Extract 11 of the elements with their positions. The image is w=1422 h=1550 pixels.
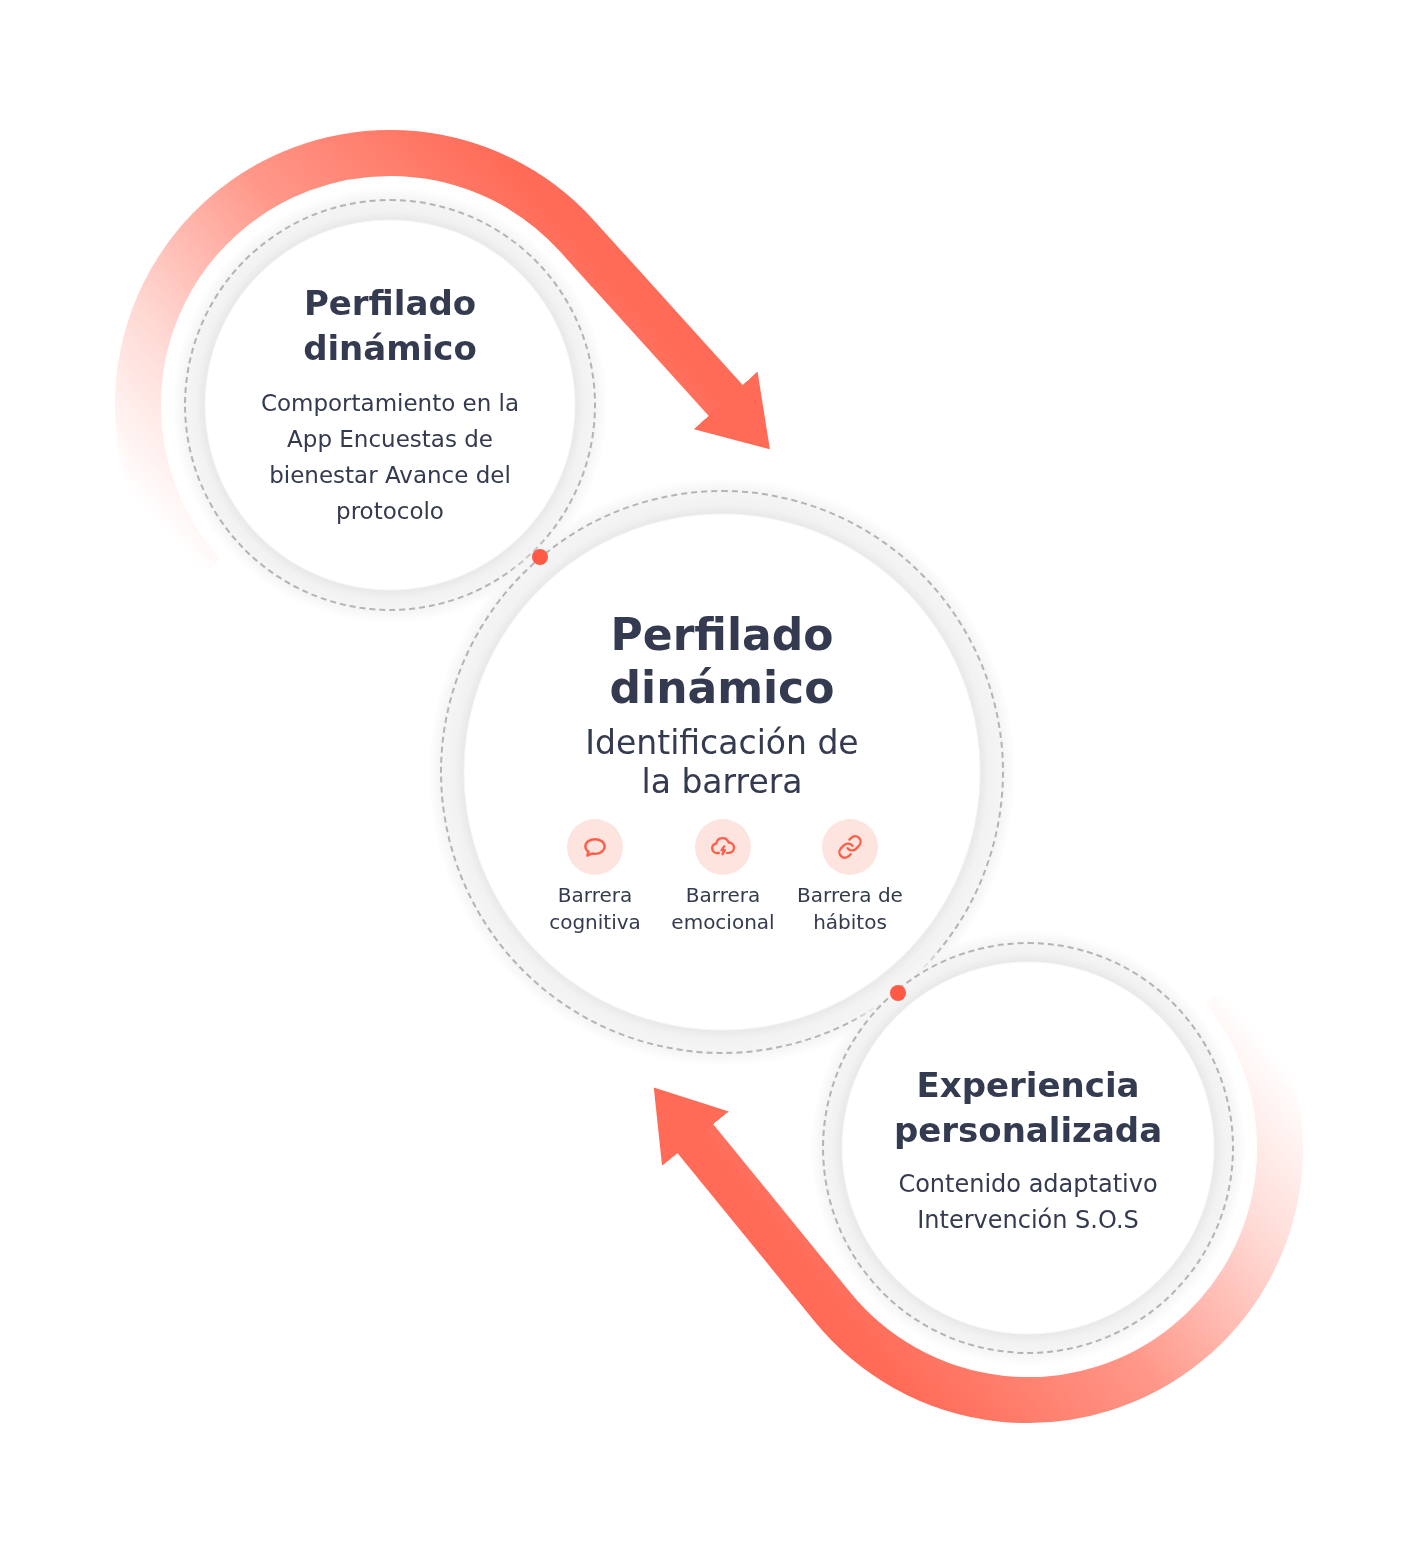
- node-description: Comportamiento en la App Encuestas de bienestar Avance del protocolo: [259, 389, 521, 526]
- arrow: [653, 1087, 828, 1294]
- node-subtitle: Identificación de la barrera: [584, 723, 860, 801]
- node-title: Perfilado dinámico: [608, 608, 836, 714]
- barrier-label: Barrera cognitiva: [548, 882, 642, 936]
- node-description: Contenido adaptativo Intervención S.O.S: [897, 1169, 1159, 1236]
- node-title: Perfilado dinámico: [302, 282, 478, 370]
- barrier-label: Barrera emocional: [670, 882, 776, 936]
- barrier-label: Barrera de hábitos: [796, 882, 904, 936]
- node-title: Experiencia personalizada: [892, 1064, 1164, 1152]
- arrow: [590, 254, 770, 450]
